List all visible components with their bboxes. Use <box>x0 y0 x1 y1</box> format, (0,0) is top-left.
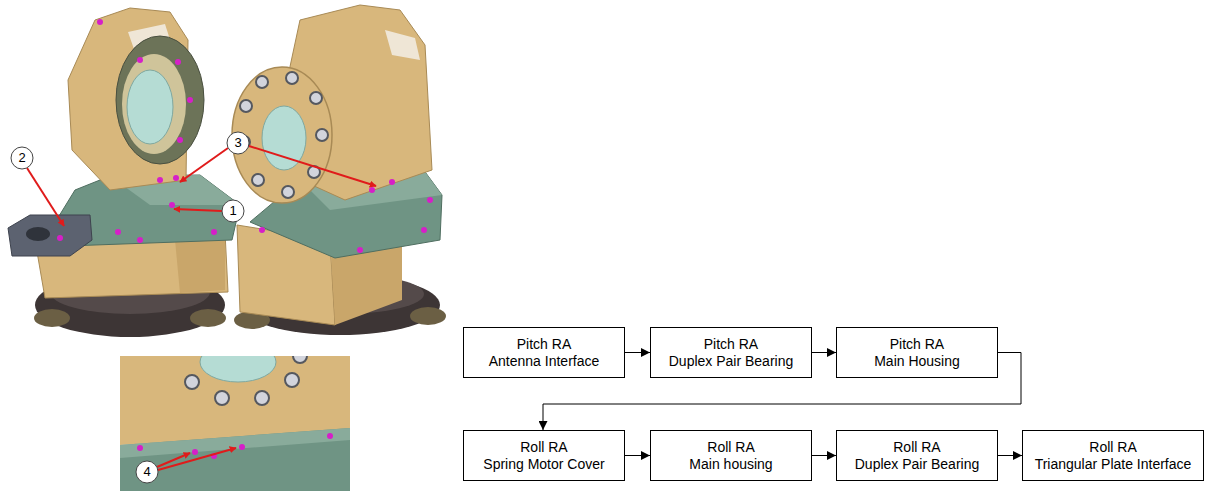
drawing-ellipse <box>34 309 70 327</box>
drawing-line <box>249 146 376 186</box>
drawing-ellipse <box>127 70 173 144</box>
drawing-ellipse <box>232 67 332 203</box>
process-box: Roll RA Spring Motor Cover <box>463 430 625 481</box>
drawing-circle <box>173 175 179 181</box>
drawing-circle <box>175 59 181 65</box>
drawing-circle <box>157 177 163 183</box>
drawing-circle <box>252 174 264 186</box>
drawing-line <box>174 209 222 211</box>
drawing-circle <box>240 100 252 112</box>
drawing-line <box>158 448 236 470</box>
box-label: Pitch RA Main Housing <box>874 336 960 370</box>
drawing-circle <box>187 97 193 103</box>
drawing-circle <box>255 391 269 405</box>
flow-arrow <box>812 352 836 353</box>
process-box: Roll RA Duplex Pair Bearing <box>836 430 998 481</box>
drawing-ellipse <box>262 106 306 170</box>
box-label: Roll RA Spring Motor Cover <box>483 439 604 473</box>
box-label: Pitch RA Antenna Interface <box>489 336 600 370</box>
drawing-circle <box>421 227 427 233</box>
drawing-polygon <box>120 428 350 491</box>
drawing-circle <box>137 57 143 63</box>
drawing-circle <box>137 237 143 243</box>
callout-number: 2 <box>12 151 32 165</box>
box-label: Roll RA Triangular Plate Interface <box>1035 439 1192 473</box>
drawing-circle <box>256 76 268 88</box>
drawing-circle <box>285 373 299 387</box>
drawing-ellipse <box>116 36 204 164</box>
callout-number: 3 <box>228 136 248 150</box>
box-label: Roll RA Main housing <box>689 439 772 473</box>
drawing-line <box>180 148 228 182</box>
process-box: Pitch RA Main Housing <box>836 327 998 378</box>
drawing-g <box>259 179 433 253</box>
drawing-circle <box>169 202 175 208</box>
callout-circles <box>11 132 249 483</box>
flow-arrow <box>625 352 650 353</box>
drawing-ellipse <box>26 227 50 241</box>
drawing-polygon <box>385 30 420 60</box>
process-box: Pitch RA Antenna Interface <box>463 327 625 378</box>
drawing-circle <box>282 186 294 198</box>
drawing-circle <box>192 449 198 455</box>
process-box: Roll RA Main housing <box>650 430 812 481</box>
drawing-circle <box>310 92 322 104</box>
process-box: Pitch RA Duplex Pair Bearing <box>650 327 812 378</box>
drawing-circle <box>215 391 229 405</box>
drawing-circle <box>115 229 121 235</box>
drawing-circle <box>293 356 307 363</box>
flow-arrow <box>625 455 650 456</box>
drawing-circle <box>327 433 333 439</box>
process-box: Roll RA Triangular Plate Interface <box>1022 430 1204 481</box>
drawing-circle <box>227 132 249 154</box>
zoom-detail <box>120 356 350 491</box>
callout-number: 4 <box>137 465 157 479</box>
flow-arrow <box>998 455 1022 456</box>
callout-leaders <box>27 146 376 470</box>
box-label: Pitch RA Duplex Pair Bearing <box>669 336 794 370</box>
drawing-circle <box>177 137 183 143</box>
drawing-line <box>27 168 64 226</box>
drawing-ellipse <box>122 54 186 154</box>
drawing-circle <box>357 247 363 253</box>
drawing-ellipse <box>200 356 276 382</box>
drawing-circle <box>137 445 143 451</box>
drawing-polygon <box>8 215 92 256</box>
drawing-g <box>185 356 307 405</box>
callout-number: 1 <box>223 204 243 218</box>
drawing-g <box>137 433 333 459</box>
drawing-circle <box>316 129 328 141</box>
drawing-circle <box>286 72 298 84</box>
flow-arrow <box>812 455 836 456</box>
drawing-circle <box>427 197 433 203</box>
drawing-ellipse <box>410 307 446 325</box>
drawing-g <box>238 72 328 198</box>
right-actuator <box>232 5 446 335</box>
drawing-circle <box>369 187 375 193</box>
drawing-circle <box>11 147 33 169</box>
drawing-circle <box>259 227 265 233</box>
box-label: Roll RA Duplex Pair Bearing <box>855 439 980 473</box>
drawing-polygon <box>175 235 225 293</box>
drawing-circle <box>57 235 63 241</box>
drawing-circle <box>389 179 395 185</box>
left-actuator <box>8 8 240 337</box>
drawing-circle <box>97 19 103 25</box>
drawing-ellipse <box>190 309 226 327</box>
drawing-polygon <box>120 428 350 458</box>
drawing-circle <box>185 375 199 389</box>
drawing-circle <box>239 444 245 450</box>
drawing-circle <box>222 200 244 222</box>
drawing-circle <box>211 229 217 235</box>
drawing-circle <box>136 461 158 483</box>
